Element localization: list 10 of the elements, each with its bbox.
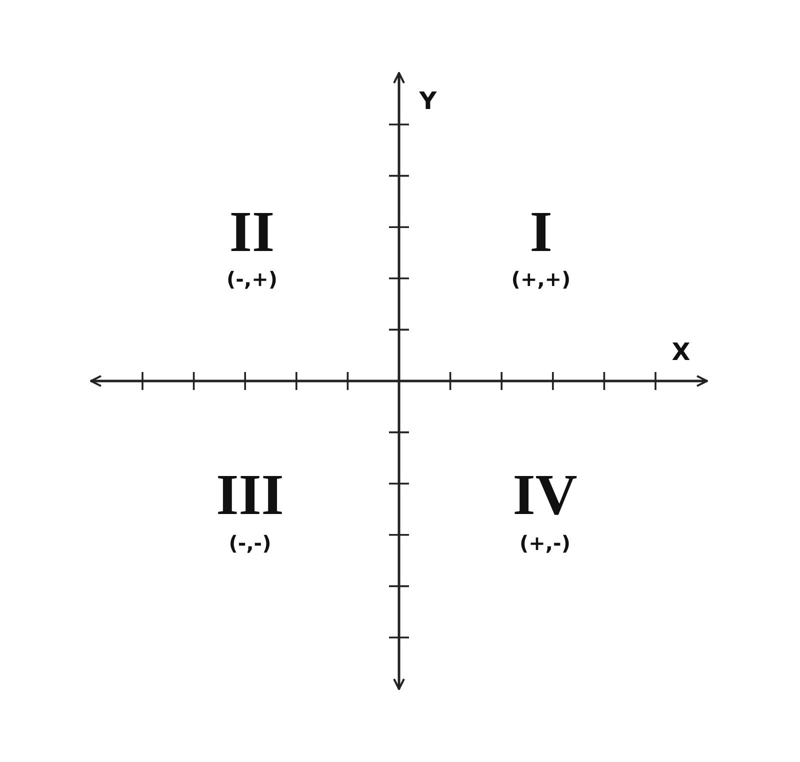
axis-label: Y — [419, 89, 437, 113]
sign-pair: (-,+) — [226, 269, 278, 289]
axis-label: X — [672, 340, 690, 364]
sign-pair: (+,-) — [520, 533, 570, 553]
quadrant-numeral: I — [530, 203, 552, 261]
quadrant-numeral: III — [216, 466, 284, 524]
quadrant-numeral: II — [229, 203, 275, 261]
quadrant-numeral: IV — [512, 466, 578, 524]
sign-pair: (+,+) — [511, 269, 571, 289]
sign-pair: (-,-) — [228, 533, 272, 553]
